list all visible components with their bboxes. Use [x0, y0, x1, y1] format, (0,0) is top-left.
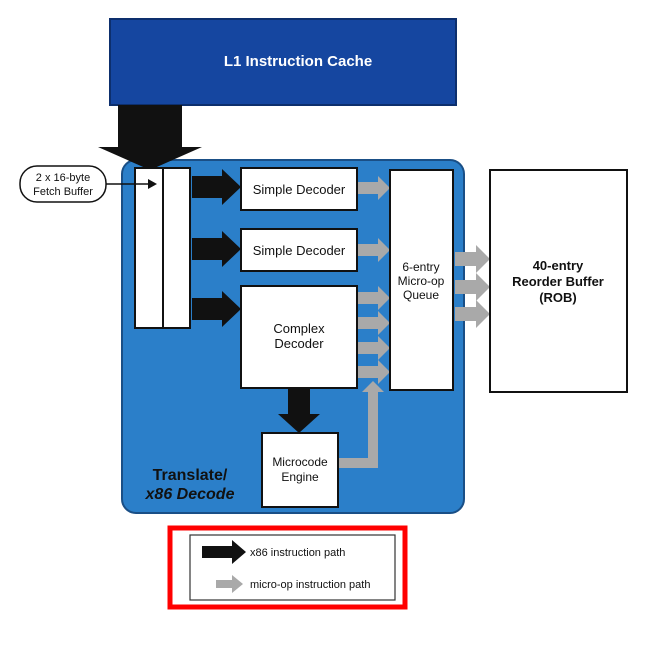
micro-op-arrow-microcode	[339, 381, 384, 468]
reorder-buffer-label-line3: (ROB)	[539, 290, 577, 305]
simple-decoder-2-box	[240, 228, 358, 272]
micro-op-arrows-to-queue	[339, 176, 390, 468]
fetch-buffer-column-left	[134, 167, 164, 329]
micro-op-arrow-3	[358, 286, 390, 310]
micro-op-arrow-4	[358, 311, 390, 335]
micro-op-queue-box	[389, 169, 454, 391]
legend-micro-op-arrow	[216, 575, 243, 593]
x86-arrow-simple-decoder-2	[192, 231, 241, 267]
l1-instruction-cache-label: L1 Instruction Cache	[224, 53, 372, 70]
legend-highlight-border	[167, 525, 408, 610]
l1-instruction-cache-box	[109, 18, 457, 106]
queue-to-rob-arrow-1	[455, 245, 490, 273]
simple-decoder-1-box	[240, 167, 358, 211]
legend-x86-arrow	[202, 540, 246, 564]
micro-op-arrows-to-rob	[455, 245, 490, 328]
simple-decoder-2-label: Simple Decoder	[253, 243, 346, 258]
complex-decoder-label-line1: Complex	[273, 321, 325, 336]
legend-x86-label: x86 instruction path	[250, 547, 345, 559]
fetch-buffer-label-line2: Fetch Buffer	[33, 186, 93, 198]
fetch-buffer-label-line1: 2 x 16-byte	[36, 172, 90, 184]
decode-unit-label-line2: x86 Decode	[145, 486, 235, 503]
x86-arrow-simple-decoder-1	[192, 169, 241, 205]
micro-op-arrow-2	[358, 238, 390, 262]
micro-op-arrow-1	[358, 176, 390, 200]
complex-decoder-box	[240, 285, 358, 389]
simple-decoder-1-label: Simple Decoder	[253, 182, 346, 197]
reorder-buffer-box	[489, 169, 628, 393]
queue-to-rob-arrow-2	[455, 273, 490, 301]
microcode-engine-label-line2: Engine	[281, 470, 319, 484]
micro-op-arrow-6	[358, 360, 390, 384]
complex-to-microcode-arrow	[278, 389, 320, 433]
legend-micro-op-label: micro-op instruction path	[250, 579, 370, 591]
micro-op-queue-label-line2: Micro-op	[398, 274, 445, 288]
queue-to-rob-arrow-3	[455, 300, 490, 328]
complex-decoder-label-line2: Decoder	[274, 336, 324, 351]
fetch-buffer-pointer-head	[148, 179, 157, 189]
decode-unit-label-line1: Translate/	[153, 467, 228, 484]
micro-op-queue-label-line3: Queue	[403, 288, 439, 302]
reorder-buffer-label-line1: 40-entry	[533, 258, 584, 273]
fetch-buffer-column-right	[162, 167, 191, 329]
cache-to-buffer-arrow	[98, 105, 202, 170]
legend-box	[189, 534, 396, 601]
microcode-engine-box	[261, 432, 339, 508]
micro-op-queue-label-line1: 6-entry	[402, 260, 439, 274]
micro-op-arrow-5	[358, 336, 390, 360]
x86-arrow-complex-decoder	[192, 291, 241, 327]
microcode-engine-label-line1: Microcode	[272, 455, 328, 469]
reorder-buffer-label-line2: Reorder Buffer	[512, 274, 604, 289]
